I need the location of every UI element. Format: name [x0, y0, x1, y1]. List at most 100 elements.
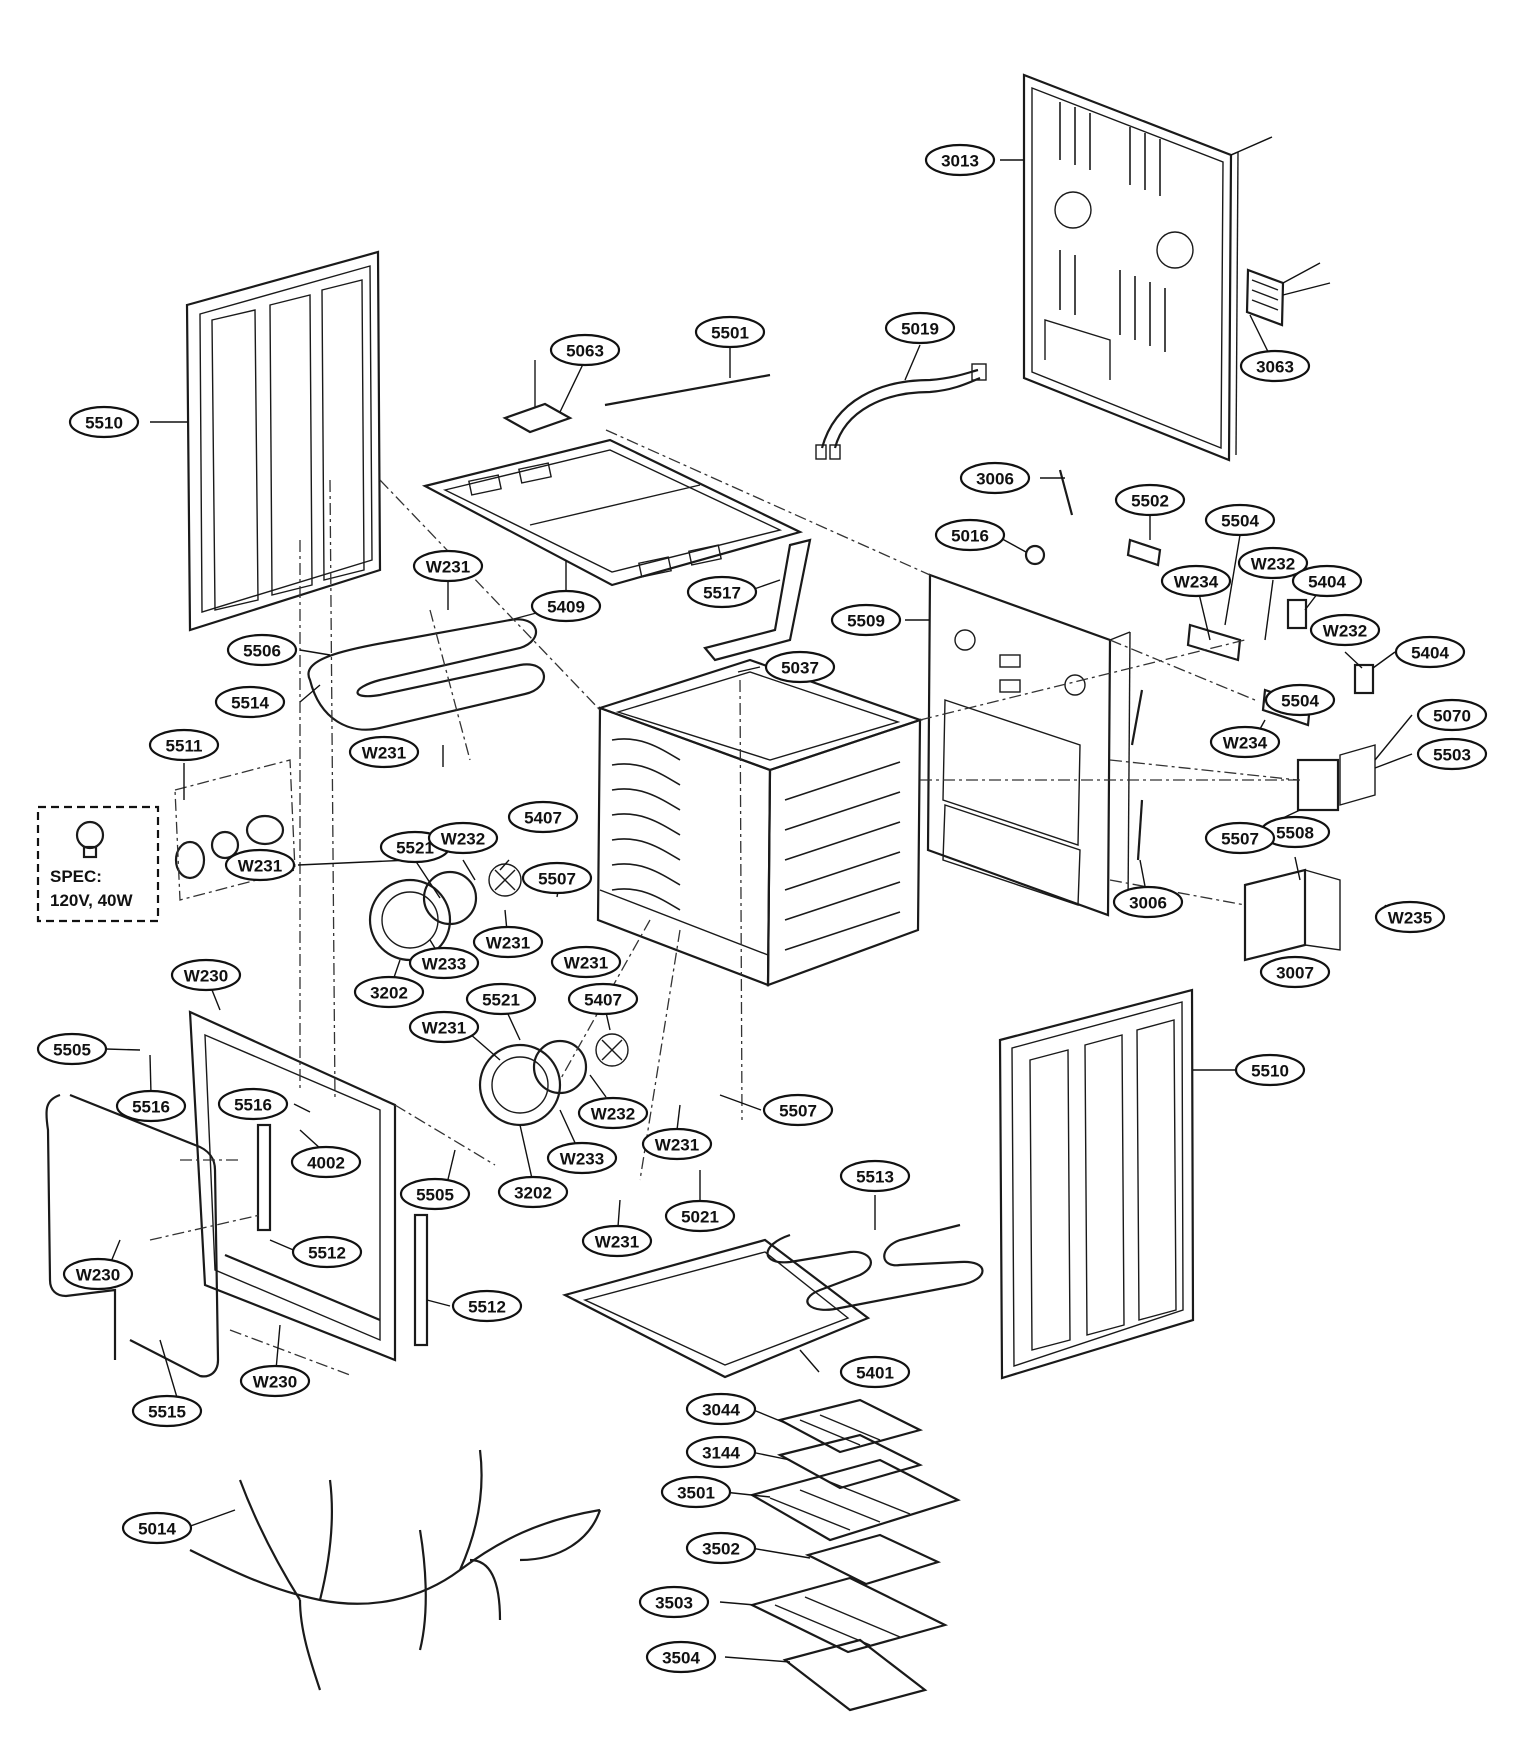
callout-label: W235	[1388, 909, 1432, 928]
callout-label: 5507	[1221, 830, 1259, 849]
callout-W232c: W232	[427, 821, 499, 855]
callout-oval	[1374, 900, 1446, 934]
callout-W232d: W232	[577, 1096, 649, 1130]
bottom-tray-5401	[561, 1238, 871, 1379]
callout-label: W233	[560, 1150, 604, 1169]
oven-rack-3503	[748, 1576, 949, 1654]
door-gasket-5515	[45, 1093, 220, 1378]
spec-bulb-icon	[75, 820, 105, 859]
callout-oval	[131, 1394, 203, 1428]
callout-3202b: 3202	[497, 1175, 569, 1209]
callout-5511: 5511	[148, 728, 220, 762]
callout-oval	[1237, 546, 1309, 580]
oven-rack-3504	[782, 1638, 928, 1712]
callout-5516b: 5516	[217, 1087, 289, 1121]
callout-W233b: W233	[546, 1141, 618, 1175]
callout-oval	[62, 1257, 134, 1291]
callout-label: 5021	[681, 1208, 719, 1227]
callout-label: 5510	[1251, 1062, 1289, 1081]
callout-label: 5063	[566, 342, 604, 361]
callout-oval	[224, 848, 296, 882]
switch-5404-top	[1286, 598, 1308, 630]
callout-label: 5502	[1131, 492, 1169, 511]
bracket-5504-top	[1186, 623, 1242, 662]
callout-oval	[36, 1032, 108, 1066]
callout-oval	[465, 982, 537, 1016]
callout-oval	[762, 1093, 834, 1127]
callout-oval	[1394, 635, 1466, 669]
leader-lines	[105, 159, 1413, 1663]
callout-oval	[567, 982, 639, 1016]
callout-label: 5508	[1276, 824, 1314, 843]
callout-5512a: 5512	[291, 1235, 363, 1269]
switch-5404-mid	[1353, 663, 1375, 695]
callout-oval	[148, 728, 220, 762]
callout-label: 3202	[514, 1184, 552, 1203]
callout-5507a: 5507	[521, 861, 593, 895]
callout-oval	[577, 1096, 649, 1130]
callout-oval	[550, 945, 622, 979]
callout-label: 5019	[901, 320, 939, 339]
callout-5509: 5509	[830, 603, 902, 637]
callout-5514: 5514	[214, 685, 286, 719]
callout-W232b: W232	[1309, 613, 1381, 647]
callout-label: 5505	[416, 1186, 454, 1205]
callout-W231f: W231	[408, 1010, 480, 1044]
callout-label: 5512	[308, 1244, 346, 1263]
callout-label: W230	[253, 1373, 297, 1392]
callout-label: 5014	[138, 1520, 176, 1539]
callout-label: 3504	[662, 1649, 700, 1668]
callout-oval	[664, 1199, 736, 1233]
callout-label: 5509	[847, 612, 885, 631]
callout-label: 5513	[856, 1168, 894, 1187]
terminal-block-3007	[1243, 868, 1341, 962]
callout-label: 5404	[1308, 573, 1346, 592]
callout-oval	[549, 333, 621, 367]
callout-3504: 3504	[645, 1640, 717, 1674]
callout-label: W234	[1174, 573, 1219, 592]
callout-label: 5504	[1281, 692, 1319, 711]
oven-cavity	[596, 658, 924, 987]
callout-label: 4002	[307, 1154, 345, 1173]
callout-5513: 5513	[839, 1159, 911, 1193]
callout-label: 3007	[1276, 964, 1314, 983]
callout-5506: 5506	[226, 633, 298, 667]
lamp-5511	[174, 759, 296, 901]
callout-oval	[472, 925, 544, 959]
callout-oval	[348, 735, 420, 769]
callout-label: 5516	[234, 1096, 272, 1115]
callout-oval	[660, 1475, 732, 1509]
callout-label: 5070	[1433, 707, 1471, 726]
bracket-5517	[703, 538, 812, 662]
callout-label: W231	[595, 1233, 639, 1252]
rod-5501	[604, 373, 771, 407]
callout-label: 3006	[1129, 894, 1167, 913]
callout-label: 5037	[781, 659, 819, 678]
callout-oval	[408, 946, 480, 980]
callout-3044: 3044	[685, 1392, 757, 1426]
callout-label: 5521	[396, 839, 434, 858]
callout-5517: 5517	[686, 575, 758, 609]
callout-3006b: 3006	[1112, 885, 1184, 919]
callout-W231e: W231	[550, 945, 622, 979]
callout-oval	[1239, 349, 1311, 383]
callout-label: 3044	[702, 1401, 740, 1420]
callout-5505a: 5505	[36, 1032, 108, 1066]
callout-5016: 5016	[934, 518, 1006, 552]
callout-oval	[1416, 698, 1488, 732]
callout-label: 3202	[370, 984, 408, 1003]
callout-label: 5501	[711, 324, 749, 343]
callout-label: W233	[422, 955, 466, 974]
spring-3006-low2	[1136, 799, 1144, 861]
rear-panel-3013	[1022, 73, 1239, 462]
callout-oval	[239, 1364, 311, 1398]
callout-5507c: 5507	[762, 1093, 834, 1127]
callout-label: W232	[1323, 622, 1367, 641]
vent-cover-3063	[1230, 136, 1331, 327]
callout-label: 5404	[1411, 644, 1449, 663]
callout-3013: 3013	[924, 143, 996, 177]
spec-line2: 120V, 40W	[50, 891, 133, 910]
callout-5508: 5508	[1259, 815, 1331, 849]
callout-W230a: W230	[170, 958, 242, 992]
